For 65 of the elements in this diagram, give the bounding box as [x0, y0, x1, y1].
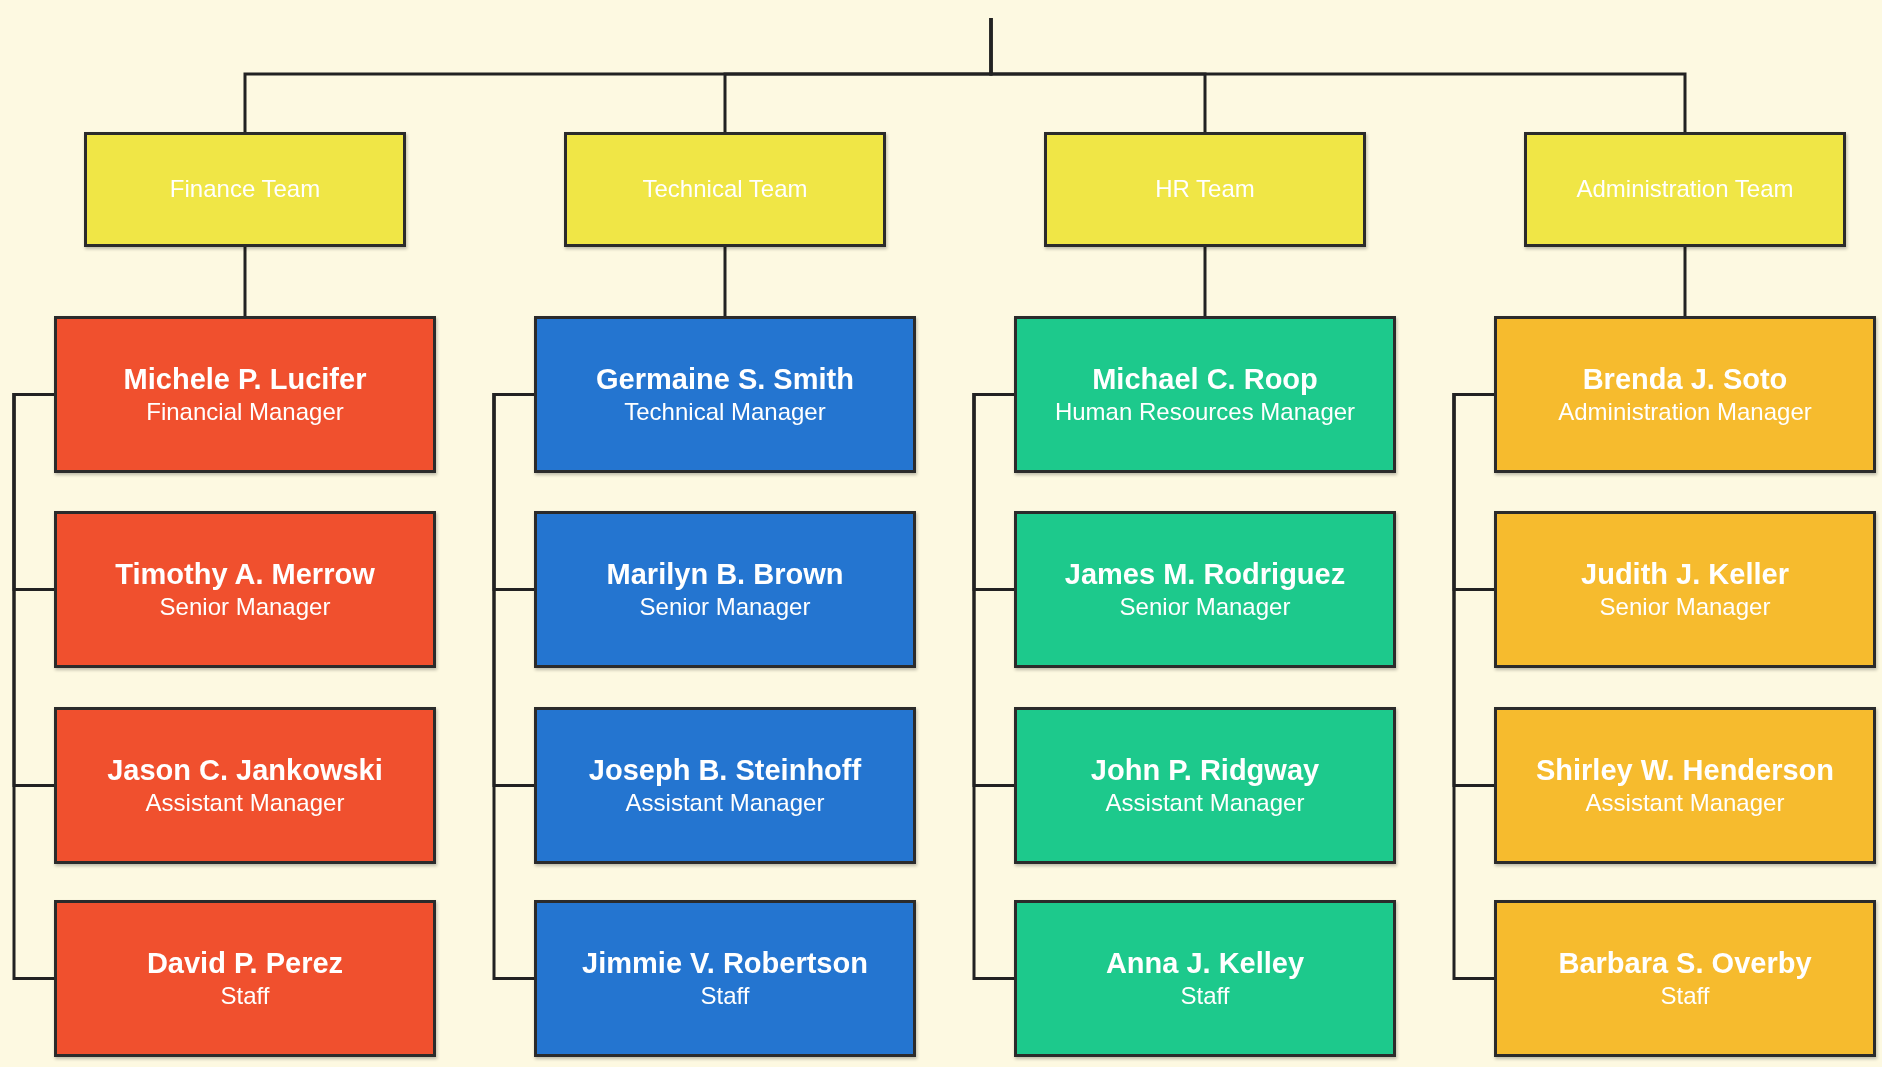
team-name: Finance Team — [169, 175, 321, 204]
job-title: Staff — [1180, 980, 1230, 1011]
job-title: Assistant Manager — [1585, 787, 1785, 818]
person-name: Joseph B. Steinhoff — [588, 753, 862, 788]
person-name: Barbara S. Overby — [1558, 946, 1812, 981]
job-title: Staff — [220, 980, 270, 1011]
person-name: Jason C. Jankowski — [107, 753, 383, 788]
person-box — [54, 316, 436, 473]
person-box — [1014, 316, 1396, 473]
person-box — [1494, 707, 1876, 864]
person-box — [54, 707, 436, 864]
person-box — [1494, 511, 1876, 668]
person-box — [54, 511, 436, 668]
job-title: Human Resources Manager — [1054, 396, 1356, 427]
person-box — [1014, 511, 1396, 668]
person-box — [534, 900, 916, 1057]
team-box — [84, 132, 406, 247]
connector-line — [723, 247, 727, 316]
job-title: Senior Manager — [159, 591, 331, 622]
person-name: Jimmie V. Robertson — [582, 946, 868, 981]
job-title: Senior Manager — [1599, 591, 1771, 622]
job-title: Assistant Manager — [625, 787, 825, 818]
job-title: Staff — [1660, 980, 1710, 1011]
person-name: Michele P. Lucifer — [123, 362, 367, 397]
person-box — [1014, 900, 1396, 1057]
person-box — [534, 316, 916, 473]
team-box — [1524, 132, 1846, 247]
job-title: Assistant Manager — [1105, 787, 1305, 818]
person-name: James M. Rodriguez — [1064, 557, 1346, 592]
connector-line — [989, 18, 1687, 132]
team-name: HR Team — [1155, 175, 1255, 204]
person-box — [1494, 316, 1876, 473]
person-box — [1494, 900, 1876, 1057]
person-box — [1014, 707, 1396, 864]
person-name: Michael C. Roop — [1092, 362, 1318, 397]
person-name: Anna J. Kelley — [1105, 946, 1305, 981]
person-name: Judith J. Keller — [1581, 557, 1789, 592]
connector-line — [1683, 247, 1687, 316]
person-name: Marilyn B. Brown — [606, 557, 844, 592]
person-name: John P. Ridgway — [1090, 753, 1320, 788]
team-name: Technical Team — [642, 175, 808, 204]
person-name: Germaine S. Smith — [596, 362, 854, 397]
job-title: Technical Manager — [624, 396, 826, 427]
job-title: Senior Manager — [1119, 591, 1291, 622]
person-name: Brenda J. Soto — [1582, 362, 1788, 397]
person-box — [534, 707, 916, 864]
connector-line — [492, 393, 534, 980]
connector-line — [243, 247, 247, 316]
job-title: Assistant Manager — [145, 787, 345, 818]
job-title: Staff — [700, 980, 750, 1011]
person-name: Timothy A. Merrow — [115, 557, 375, 592]
connector-line — [1452, 393, 1494, 980]
job-title: Financial Manager — [146, 396, 344, 427]
job-title: Senior Manager — [639, 591, 811, 622]
team-name: Administration Team — [1576, 175, 1794, 204]
person-box — [534, 511, 916, 668]
connector-line — [1203, 247, 1207, 316]
team-box — [1044, 132, 1366, 247]
person-box — [54, 900, 436, 1057]
team-box — [564, 132, 886, 247]
job-title: Administration Manager — [1558, 396, 1812, 427]
person-name: David P. Perez — [146, 946, 344, 981]
connector-line — [972, 393, 1014, 980]
connector-line — [12, 393, 54, 980]
person-name: Shirley W. Henderson — [1535, 753, 1835, 788]
